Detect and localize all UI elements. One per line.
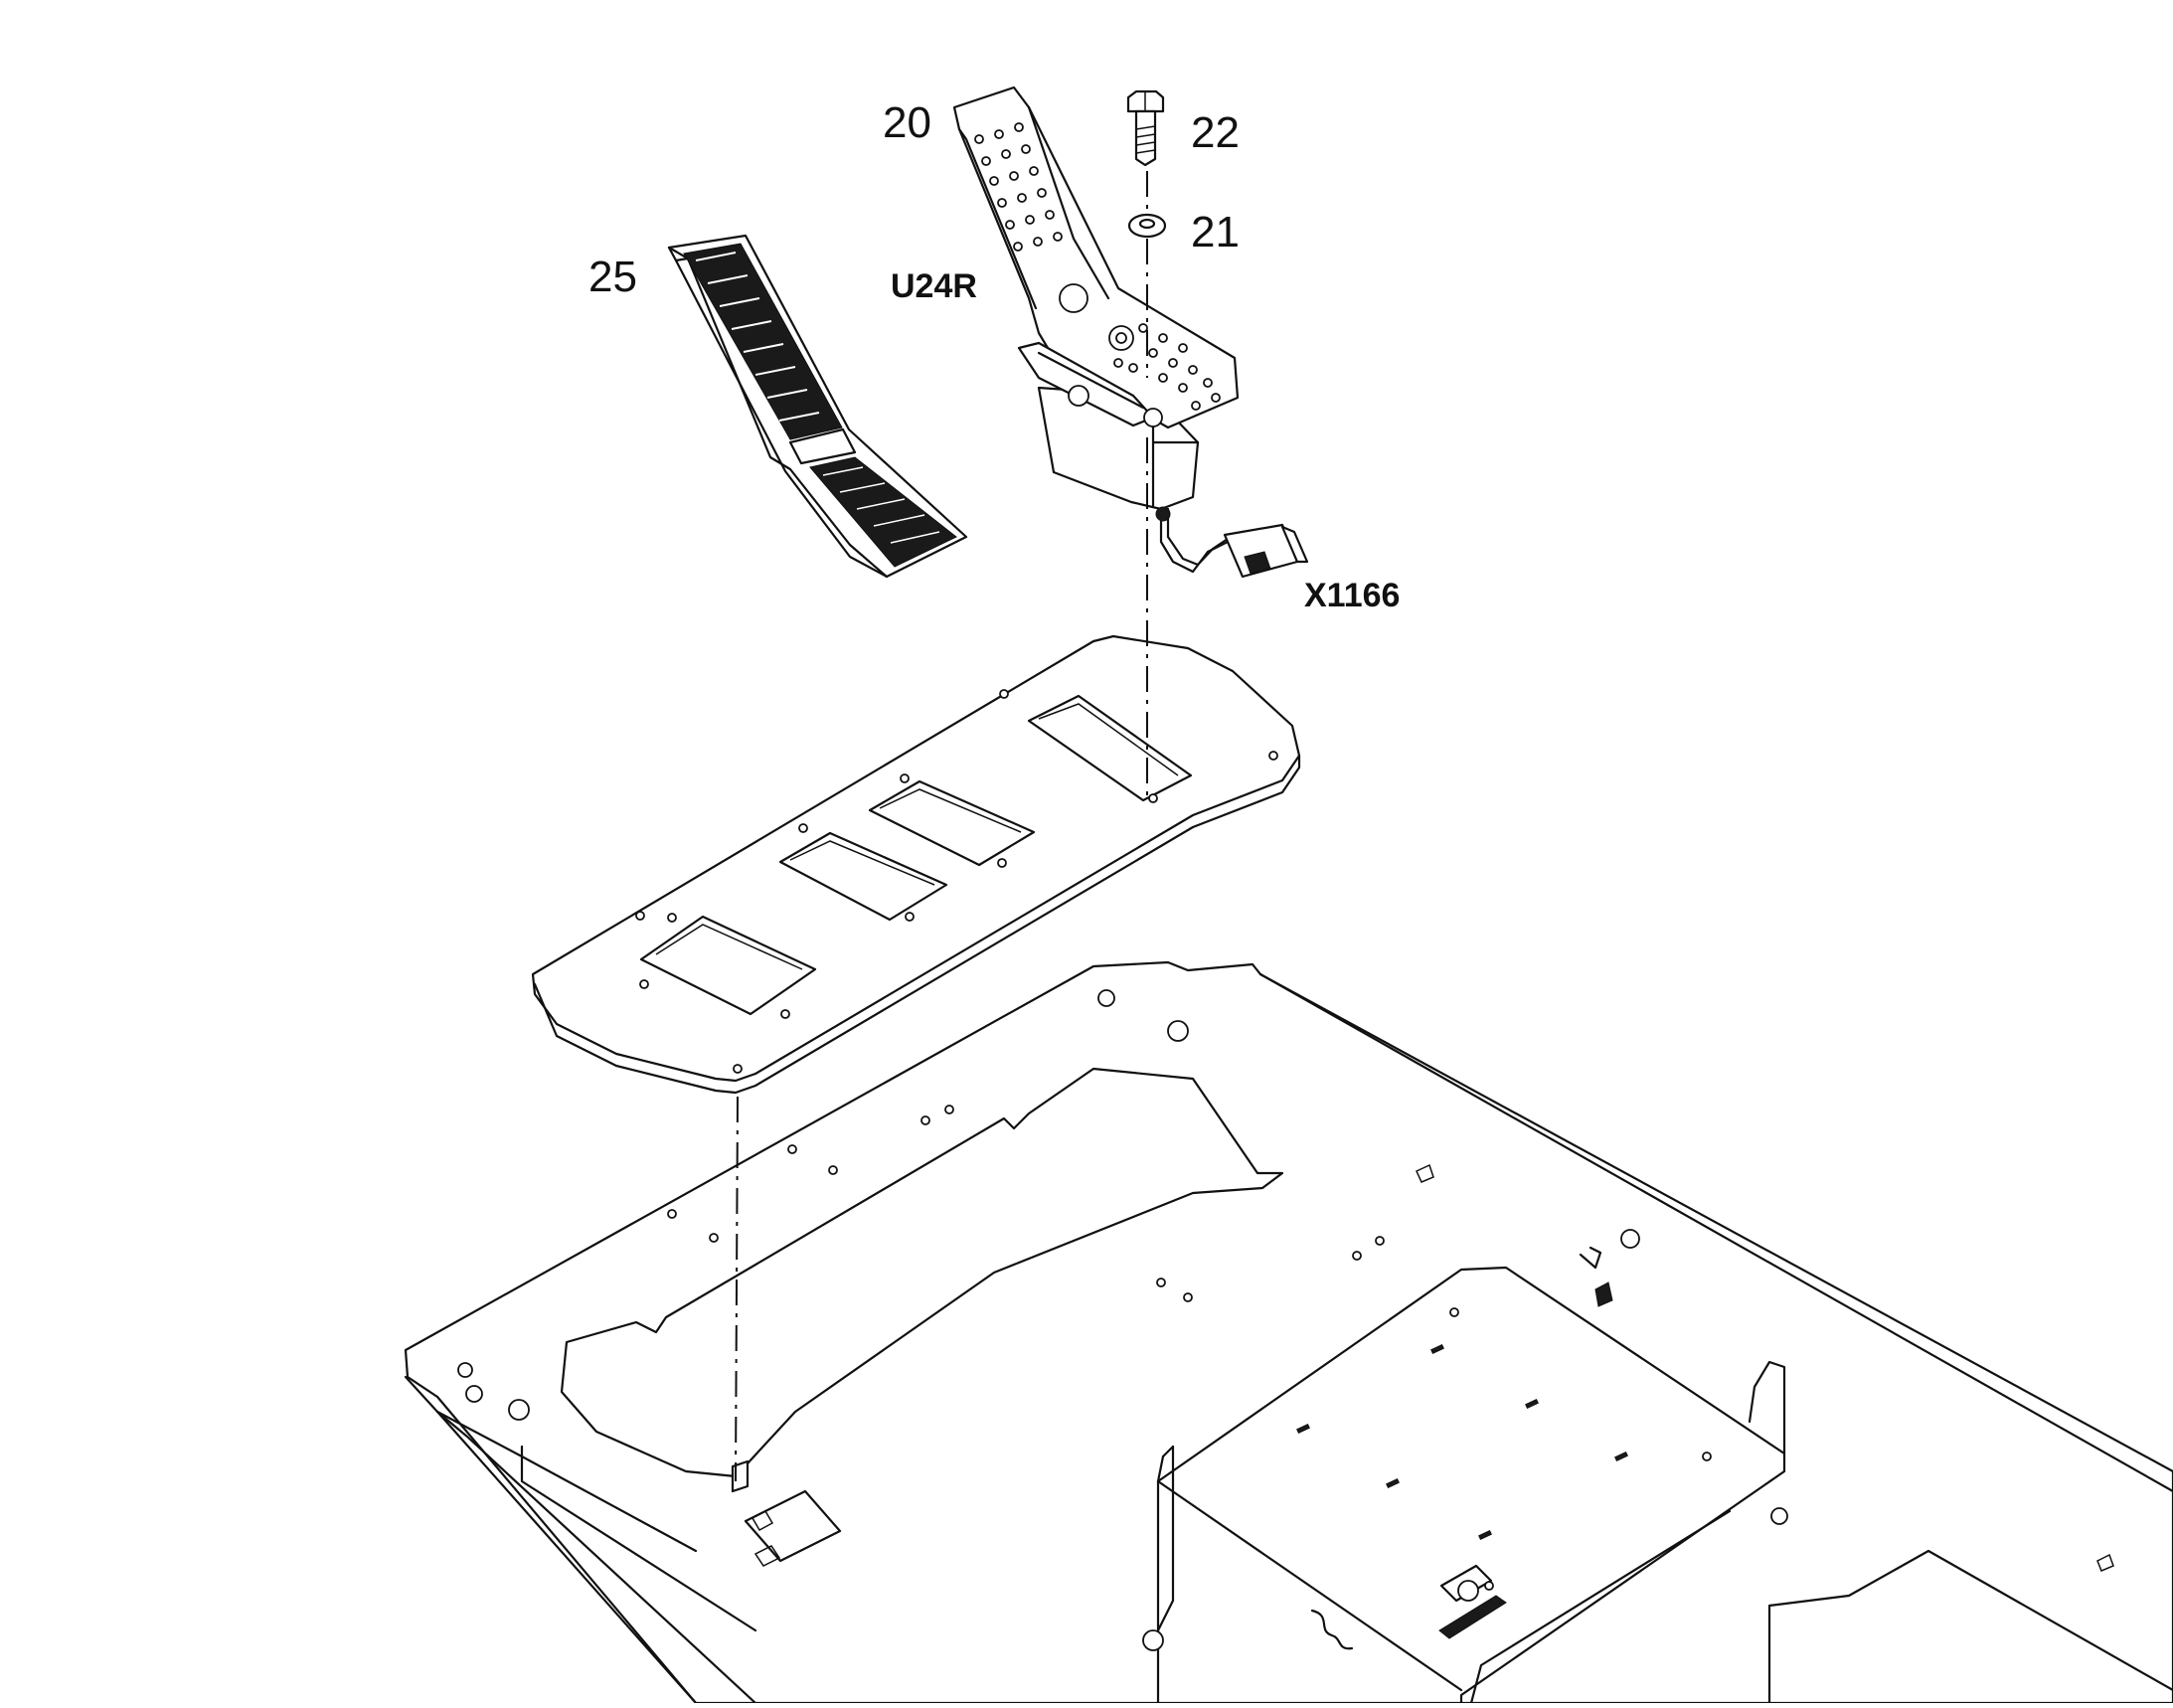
- callout-20: 20: [883, 98, 931, 147]
- callout-25: 25: [588, 253, 637, 301]
- assembly-center-lines: [735, 171, 1148, 1482]
- part-21-washer: [1127, 213, 1167, 239]
- reference-x1166: X1166: [1304, 577, 1400, 614]
- floor-plate: [404, 960, 2173, 1705]
- pedal-mounting-plate: [531, 634, 1301, 1095]
- callout-22: 22: [1191, 108, 1240, 157]
- callout-21: 21: [1191, 208, 1240, 256]
- part-22-bolt: [1126, 89, 1165, 167]
- part-20-pedal-module: [952, 85, 1309, 579]
- reference-u24r: U24R: [891, 267, 977, 305]
- part-25-pedal-pad: [667, 234, 968, 579]
